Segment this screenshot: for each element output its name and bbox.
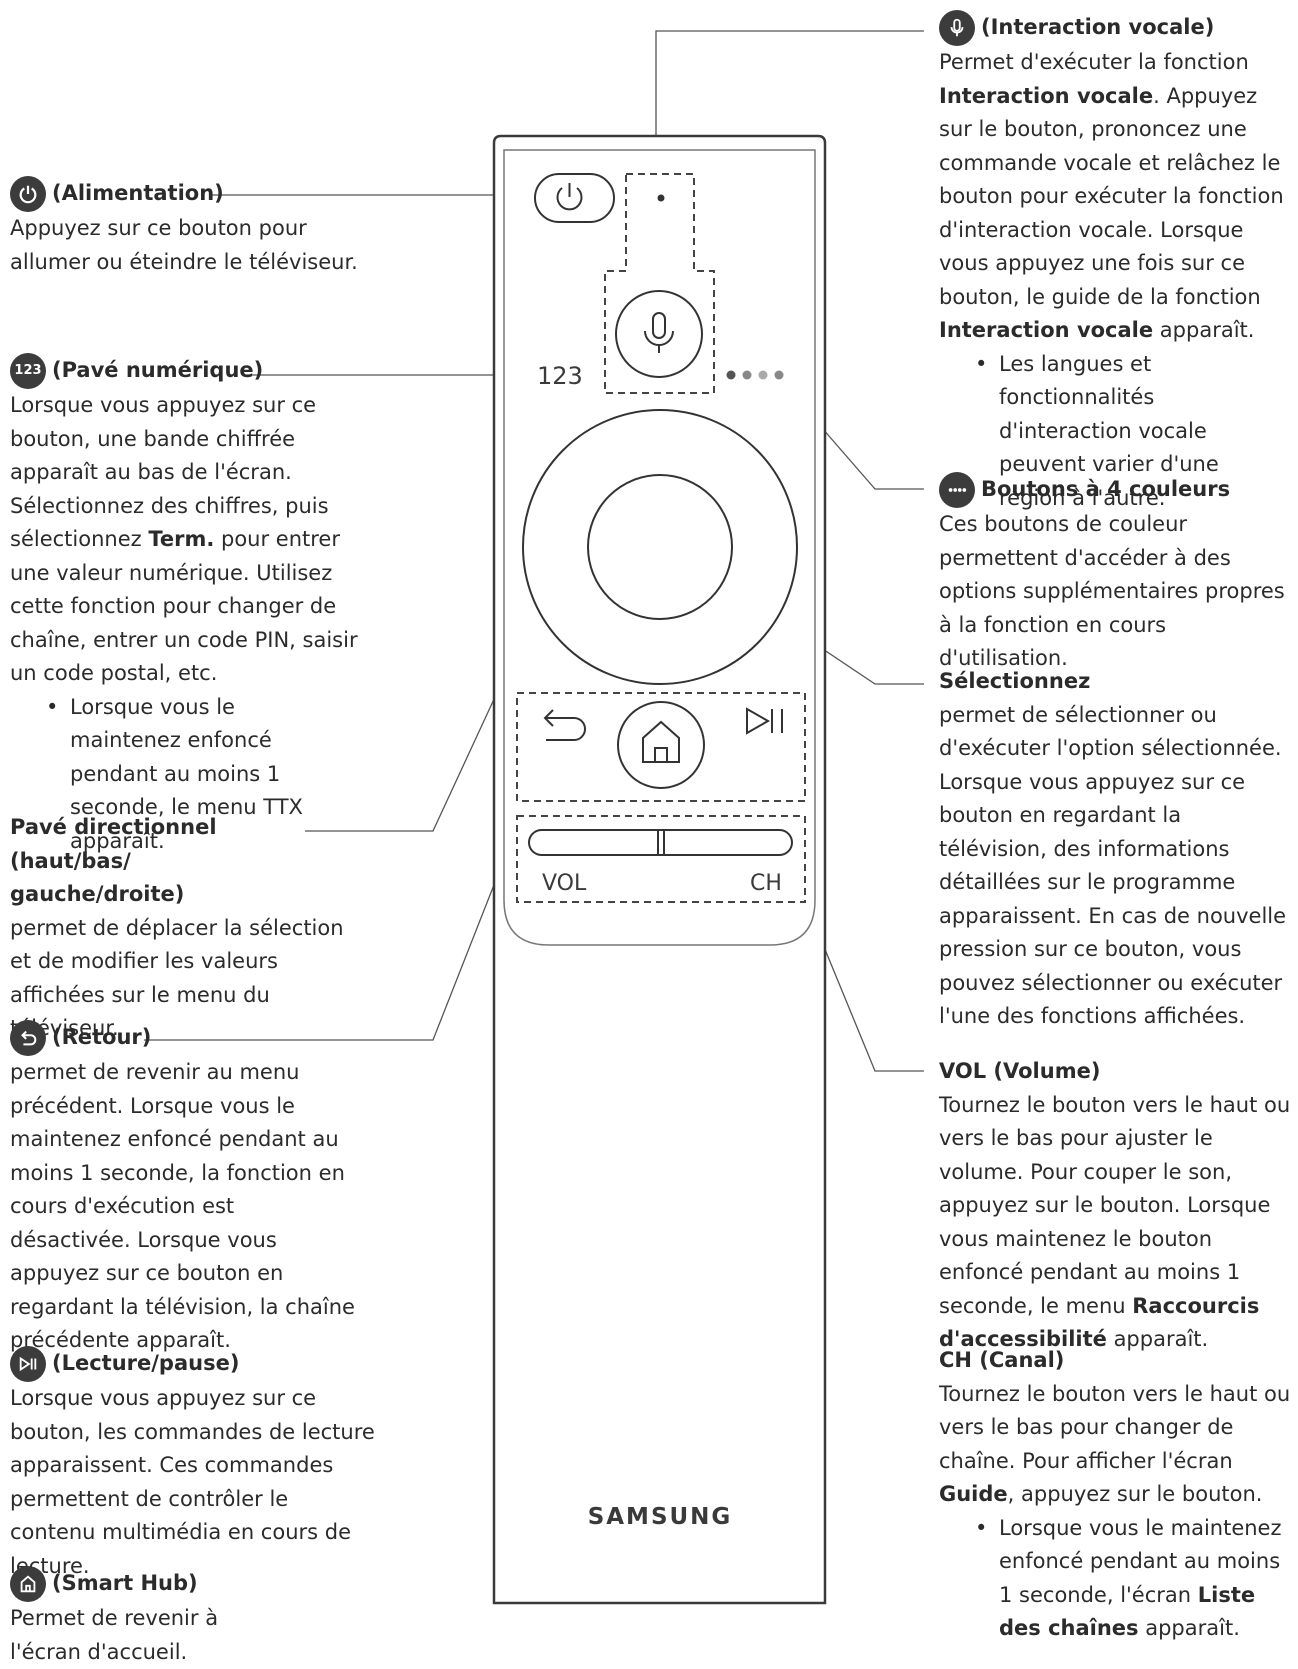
samsung-logo: SAMSUNG xyxy=(588,1504,733,1530)
select-button[interactable] xyxy=(587,474,733,620)
colors-title: Boutons à 4 couleurs xyxy=(939,472,1291,508)
back-title: (Retour) xyxy=(10,1020,355,1056)
numpad-desc: Lorsque vous appuyez sur ce bouton, une … xyxy=(10,393,358,685)
colors-section: Boutons à 4 couleurs Ces boutons de coul… xyxy=(939,472,1291,676)
home-button[interactable] xyxy=(617,701,705,789)
smarthub-desc: Permet de revenir à l'écran d'accueil. xyxy=(10,1606,219,1664)
ch-bullet: Lorsque vous le maintenez enfoncé pendan… xyxy=(963,1512,1291,1646)
playpause-title: (Lecture/pause) xyxy=(10,1346,375,1382)
smarthub-title: (Smart Hub) xyxy=(10,1566,280,1602)
color-buttons[interactable] xyxy=(726,370,784,380)
voice-title-text: (Interaction vocale) xyxy=(981,15,1215,40)
dpad-title: Pavé directionnel (haut/bas/ gauche/droi… xyxy=(10,815,217,906)
power-button[interactable] xyxy=(534,173,615,223)
power-section: (Alimentation) Appuyez sur ce bouton pou… xyxy=(10,176,380,279)
power-title: (Alimentation) xyxy=(10,176,380,212)
colors-desc: Ces boutons de couleur permettent d'accé… xyxy=(939,512,1285,670)
vol-ch-rocker[interactable] xyxy=(528,829,793,856)
rocker-zone-outline xyxy=(516,815,806,903)
numpad-title: 123 (Pavé numérique) xyxy=(10,353,360,389)
microphone-dot xyxy=(657,194,665,202)
nav-zone-outline xyxy=(516,692,806,802)
voice-desc: Permet d'exécuter la fonction Interactio… xyxy=(939,50,1284,342)
smarthub-section: (Smart Hub) Permet de revenir à l'écran … xyxy=(10,1566,280,1669)
power-icon xyxy=(10,176,46,212)
play-pause-button[interactable] xyxy=(746,707,783,735)
ch-section: CH (Canal) Tournez le bouton vers le hau… xyxy=(939,1344,1291,1646)
numpad-section: 123 (Pavé numérique) Lorsque vous appuye… xyxy=(10,353,360,858)
ch-title: CH (Canal) xyxy=(939,1348,1065,1372)
playpause-desc: Lorsque vous appuyez sur ce bouton, les … xyxy=(10,1386,375,1578)
voice-button[interactable] xyxy=(615,290,703,378)
numpad-title-text: (Pavé numérique) xyxy=(52,358,264,383)
leader-lines xyxy=(144,30,924,1072)
power-title-text: (Alimentation) xyxy=(52,181,224,206)
playpause-title-text: (Lecture/pause) xyxy=(52,1351,240,1376)
back-section: (Retour) permet de revenir au menu précé… xyxy=(10,1020,355,1358)
numpad-icon: 123 xyxy=(10,353,46,389)
select-title: Sélectionnez xyxy=(939,669,1091,693)
voice-bullet: Les langues et fonctionnalités d'interac… xyxy=(963,348,1291,516)
voice-section: (Interaction vocale) Permet d'exécuter l… xyxy=(939,10,1291,515)
leader-vol xyxy=(807,907,924,1072)
ch-desc: Tournez le bouton vers le haut ou vers l… xyxy=(939,1381,1291,1507)
ch-label: CH xyxy=(750,871,782,896)
playpause-section: (Lecture/pause) Lorsque vous appuyez sur… xyxy=(10,1346,375,1583)
select-desc: permet de sélectionner ou d'exécuter l'o… xyxy=(939,702,1287,1029)
smarthub-title-text: (Smart Hub) xyxy=(52,1571,198,1596)
microphone-icon xyxy=(939,10,975,46)
voice-title: (Interaction vocale) xyxy=(939,10,1291,46)
back-icon xyxy=(10,1020,46,1056)
vol-desc: Tournez le bouton vers le haut ou vers l… xyxy=(939,1092,1291,1352)
leader-voice xyxy=(655,30,924,170)
back-desc: permet de revenir au menu précédent. Lor… xyxy=(10,1060,355,1352)
color-buttons-icon xyxy=(939,472,975,508)
back-title-text: (Retour) xyxy=(52,1025,152,1050)
power-desc: Appuyez sur ce bouton pour allumer ou ét… xyxy=(10,216,358,274)
voice-zone-outline xyxy=(604,173,715,394)
select-section: Sélectionnez permet de sélectionner ou d… xyxy=(939,665,1291,1034)
play-pause-icon xyxy=(10,1346,46,1382)
vol-section: VOL (Volume) Tournez le bouton vers le h… xyxy=(939,1055,1291,1357)
home-icon xyxy=(10,1566,46,1602)
numpad-bullet: Lorsque vous le maintenez enfoncé pendan… xyxy=(34,691,340,859)
colors-title-text: Boutons à 4 couleurs xyxy=(981,477,1231,502)
dpad-section: Pavé directionnel (haut/bas/ gauche/droi… xyxy=(10,811,360,1046)
vol-title: VOL (Volume) xyxy=(939,1059,1101,1083)
back-button[interactable] xyxy=(543,709,586,741)
numpad-button[interactable]: 123 xyxy=(537,362,583,390)
vol-label: VOL xyxy=(542,871,587,896)
